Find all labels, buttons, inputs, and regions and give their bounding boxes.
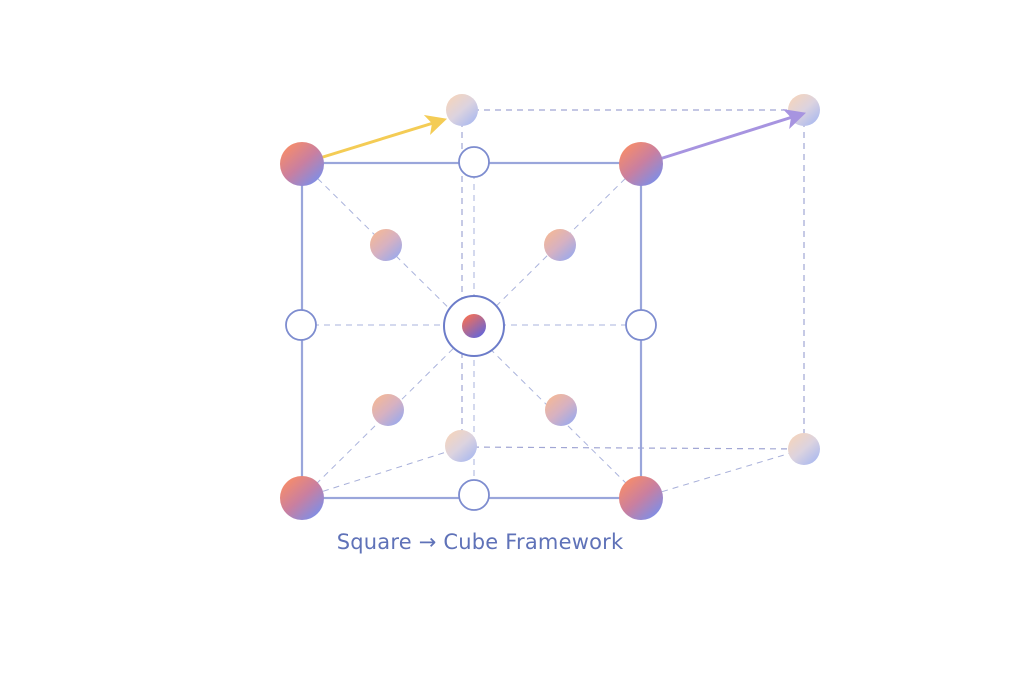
back-sphere-bottom-right xyxy=(788,433,820,465)
interior-sphere-bottom-right xyxy=(545,394,577,426)
guide-diagonal-1 xyxy=(301,162,642,499)
back-sphere-bottom-left xyxy=(445,430,477,462)
interior-sphere-bottom-left xyxy=(372,394,404,426)
extrude-arrow-left xyxy=(308,114,448,163)
midpoint-top xyxy=(458,146,490,178)
depth-edge-bottom-right xyxy=(640,448,805,499)
midpoint-right xyxy=(625,309,657,341)
interior-sphere-top-right xyxy=(544,229,576,261)
depth-edge-bottom-left xyxy=(301,446,463,499)
guide-diagonal-2 xyxy=(301,162,642,499)
back-sphere-top-left xyxy=(446,94,478,126)
depth-edges xyxy=(301,446,805,499)
extrude-arrow-right xyxy=(648,109,807,164)
midpoint-bottom xyxy=(458,479,490,511)
corner-sphere-top-right xyxy=(619,142,663,186)
back-sphere-top-right xyxy=(788,94,820,126)
interior-sphere-top-left xyxy=(370,229,402,261)
edge-midpoints xyxy=(285,146,657,511)
corner-sphere-top-left xyxy=(280,142,324,186)
diagram-caption: Square → Cube Framework xyxy=(336,530,624,554)
corner-sphere-bottom-left xyxy=(280,476,324,520)
interior-spheres xyxy=(370,229,577,426)
corner-sphere-bottom-right xyxy=(619,476,663,520)
center-sphere xyxy=(462,314,486,338)
front-corner-spheres xyxy=(280,142,663,520)
midpoint-left xyxy=(285,309,317,341)
back-bottom-edge xyxy=(461,446,805,450)
